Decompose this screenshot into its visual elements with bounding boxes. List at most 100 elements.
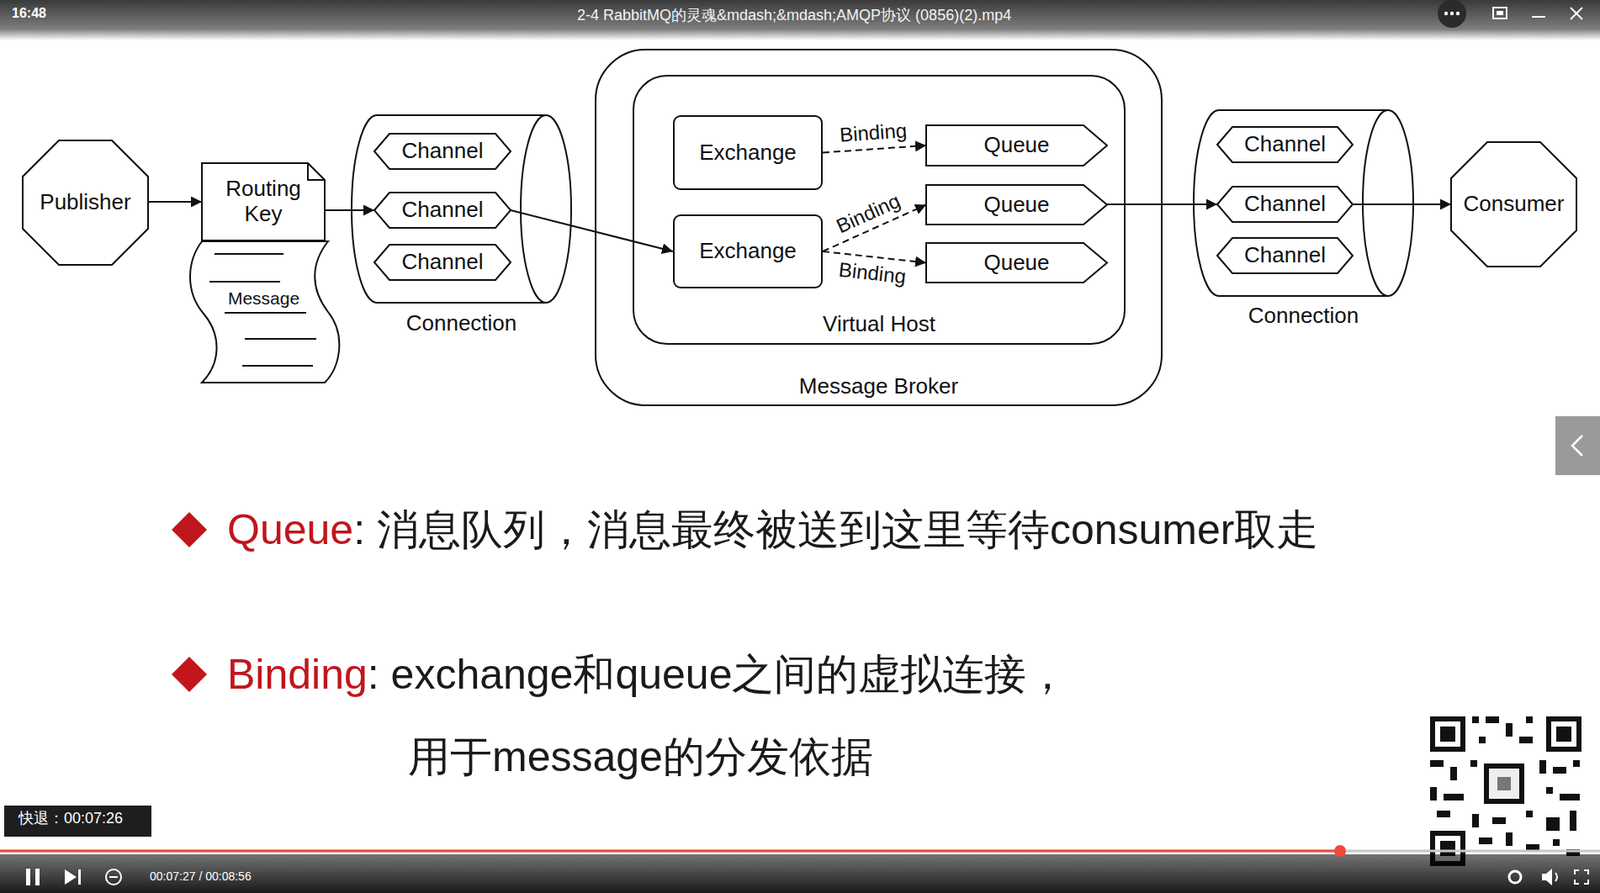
bullet-diamond: [171, 512, 207, 548]
node-label: Exchange: [681, 140, 815, 166]
control-bar: [1334, 845, 1346, 858]
connection-cylinder-outline: [351, 115, 572, 303]
node-label: Queue: [937, 250, 1096, 276]
control-bar: [0, 805, 1600, 893]
vhost-box-outline: [633, 75, 1125, 345]
message-scroll-outline: [183, 241, 345, 383]
connection-cylinder-outline: [1193, 110, 1414, 297]
clock-time: 16:48: [11, 5, 47, 22]
qr-code: [1488, 768, 1520, 800]
queue-pentagon-outline: [926, 185, 1108, 225]
node-label: Channel: [389, 197, 496, 223]
channel-hexagon: Channel: [374, 133, 511, 170]
qr-code: [1470, 760, 1478, 768]
connection-cylinder: ChannelChannelChannelConnection: [1193, 110, 1414, 331]
binding-label: Binding: [832, 189, 904, 239]
control-bar: [1509, 871, 1521, 884]
node-label: Queue: [937, 132, 1096, 159]
qr-code: [1519, 736, 1533, 744]
qr-code: [1573, 760, 1580, 768]
channel-hexagon-outline: [374, 133, 511, 170]
title-bar: [1493, 7, 1507, 19]
flow-arrow: [148, 201, 202, 203]
title-bar: [1496, 10, 1504, 16]
term-heading: Queue: [227, 504, 354, 556]
broker-box: ExchangeExchangeQueueQueueQueueVirtual H…: [594, 48, 1163, 407]
slide-text-row: Queue: 消息队列，消息最终被送到这里等待consumer取走: [227, 504, 1319, 556]
qr-code: [1478, 837, 1493, 845]
scroll-text-line: [224, 312, 307, 314]
title-bar: [1531, 15, 1546, 18]
title-bar: [1570, 7, 1583, 20]
node-label: Channel: [389, 138, 496, 165]
term-definition: 用于message的分发依据: [407, 731, 874, 783]
channel-hexagon-outline: [374, 192, 511, 228]
side-tab: [1572, 435, 1583, 456]
publisher-octagon: Publisher: [22, 140, 149, 265]
qr-code: [1485, 716, 1500, 724]
qr-code: [1525, 810, 1533, 818]
qr-code: [1551, 721, 1577, 748]
channel-hexagon: Channel: [1217, 238, 1353, 274]
control-bar: [105, 869, 122, 885]
title-bar: [1444, 11, 1448, 16]
title-bar: [1450, 11, 1454, 16]
connection-cylinder: ChannelChannelChannelConnection: [351, 115, 572, 339]
exchange-box-outline: [673, 215, 822, 288]
slide-text-row: 用于message的分发依据: [407, 731, 874, 783]
exchange-box-outline: [673, 116, 822, 190]
routing-key-document-outline: [307, 163, 325, 181]
channel-hexagon: Channel: [1217, 127, 1353, 163]
message-scroll: Message: [183, 241, 345, 383]
node-label: Channel: [1232, 132, 1338, 158]
queue-pentagon: Queue: [926, 243, 1108, 283]
qr-code: [1426, 714, 1585, 871]
queue-pentagon-outline: [926, 125, 1108, 166]
node-label: Publisher: [31, 190, 140, 216]
control-bar: [4, 805, 152, 838]
channel-hexagon-outline: [1217, 127, 1353, 163]
queue-pentagon-outline: [926, 243, 1108, 283]
binding-label: Binding: [838, 119, 908, 148]
connection-cylinder-outline: [1362, 110, 1389, 297]
qr-code: [1552, 839, 1560, 847]
qr-code: [1556, 726, 1572, 742]
node-label: Connection: [1202, 303, 1405, 329]
qr-code: [1435, 721, 1461, 748]
qr-code: [1505, 723, 1513, 737]
control-bar: [0, 854, 1600, 893]
scroll-text-line: [214, 253, 284, 255]
node-label: Channel: [1232, 243, 1338, 269]
term-definition: : 消息队列，消息最终被送到这里等待consumer取走: [353, 504, 1319, 556]
control-bar: [109, 876, 118, 879]
node-label: Routing Key: [213, 176, 313, 228]
flow-arrow: [510, 210, 673, 252]
message-scroll-outline: [190, 241, 340, 383]
channel-hexagon: Channel: [374, 192, 511, 228]
title-bar: [0, 0, 1600, 41]
node-label: Message Broker: [611, 374, 1146, 400]
qr-code: [1478, 736, 1486, 744]
channel-hexagon-outline: [374, 244, 511, 281]
scroll-text-line: [209, 280, 281, 283]
scroll-text-line: [242, 365, 313, 367]
qr-code: [1436, 810, 1451, 818]
binding-label: Binding: [837, 257, 908, 288]
qr-code: [1430, 787, 1437, 801]
node-label: Message: [208, 288, 319, 309]
qr-code: [1559, 794, 1580, 801]
qr-code: [1472, 716, 1479, 724]
side-tab: [1555, 416, 1600, 476]
control-bar: [78, 869, 81, 885]
node-label: Exchange: [681, 238, 815, 265]
control-bar: [26, 868, 31, 886]
qr-code: [1546, 787, 1553, 795]
qr-code: [1483, 763, 1525, 805]
term-definition: : exchange和queue之间的虚拟连接，: [367, 649, 1070, 700]
video-title: 2-4 RabbitMQ的灵魂&mdash;&mdash;AMQP协议 (085…: [577, 6, 1012, 26]
broker-box-outline: [595, 49, 1162, 406]
playback-time: 00:07:27 / 00:08:56: [149, 869, 252, 885]
channel-hexagon-outline: [1217, 186, 1353, 223]
consumer-octagon: Consumer: [1451, 142, 1577, 267]
qr-code: [1440, 726, 1456, 742]
